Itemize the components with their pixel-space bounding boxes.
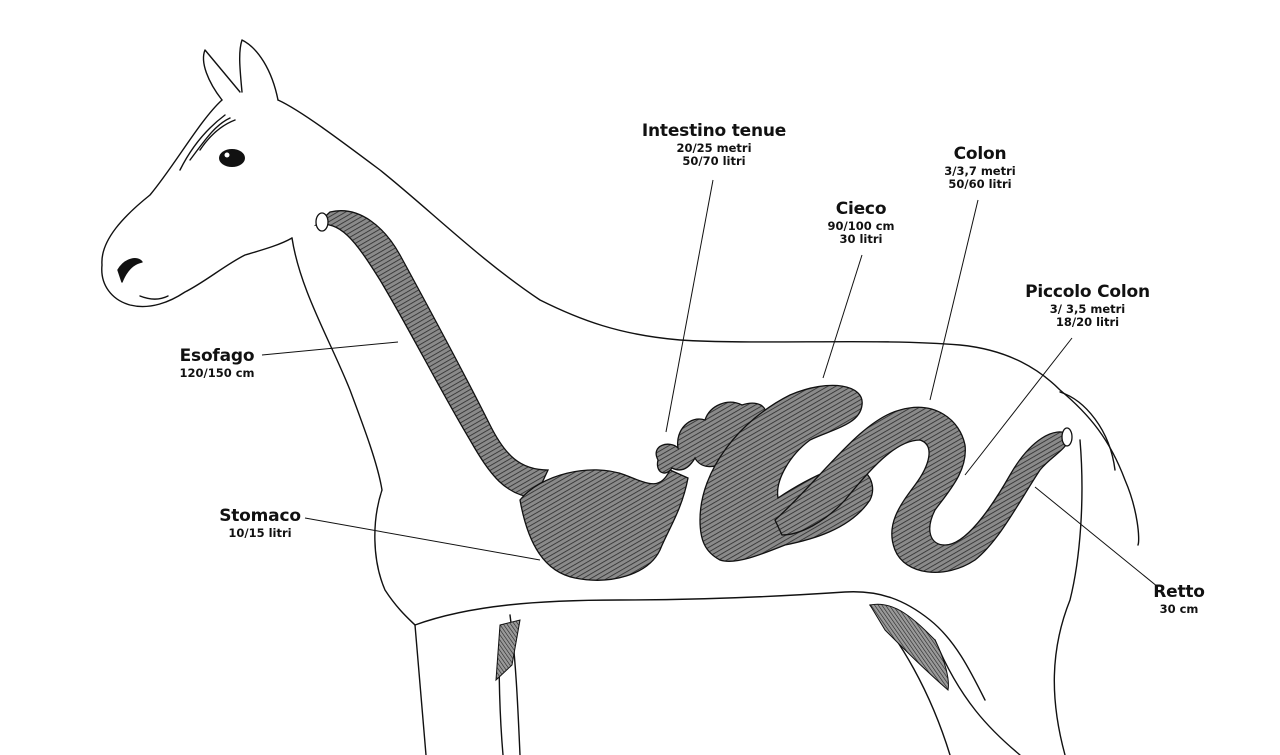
label-intestino-name: Intestino tenue [641, 121, 787, 141]
label-cieco-capacity: 30 litri [839, 231, 883, 246]
esophagus-opening [315, 212, 329, 232]
digestive-tract [313, 210, 1071, 581]
label-stomaco-capacity: 10/15 litri [228, 525, 292, 540]
horse-hind-leg-3 [1053, 439, 1083, 755]
leader-piccolo [964, 337, 1073, 476]
label-esofago: Esofago 120/150 cm [172, 346, 262, 380]
leader-cieco [822, 254, 863, 379]
rectum-opening [1061, 427, 1073, 447]
label-retto-length: 30 cm [1159, 601, 1199, 616]
horse-chest [291, 237, 416, 626]
horse-ear-left [202, 49, 241, 101]
label-esofago-name: Esofago [179, 346, 255, 366]
horse-tail [1059, 391, 1116, 471]
leg-shadow-front [495, 619, 521, 682]
leader-stomaco [304, 517, 541, 561]
colon-organ [774, 406, 1071, 573]
label-intestino-tenue: Intestino tenue 20/25 metri 50/70 litri [628, 121, 800, 168]
horse-ear-right [239, 39, 279, 101]
label-piccolo-capacity: 18/20 litri [1055, 314, 1120, 329]
label-stomaco-name: Stomaco [219, 506, 301, 526]
stomach-organ [519, 469, 689, 581]
label-piccolo-colon: Piccolo Colon 3/ 3,5 metri 18/20 litri [1015, 282, 1160, 329]
horse-nostril [117, 258, 143, 283]
label-cieco-name: Cieco [835, 199, 887, 219]
label-piccolo-name: Piccolo Colon [1025, 282, 1150, 302]
label-retto-name: Retto [1153, 582, 1205, 602]
horse-mane-strokes [179, 114, 236, 171]
esophagus-organ [313, 210, 550, 499]
horse-back [277, 99, 1140, 546]
label-cieco: Cieco 90/100 cm 30 litri [815, 199, 907, 246]
cecum-organ [699, 384, 874, 562]
horse-eye-highlight [224, 152, 230, 158]
label-intestino-capacity: 50/70 litri [682, 153, 746, 168]
label-intestino-length: 20/25 metri [676, 140, 752, 155]
leader-retto [1034, 486, 1159, 588]
label-piccolo-length: 3/ 3,5 metri [1049, 301, 1126, 316]
label-colon: Colon 3/3,7 metri 50/60 litri [930, 144, 1030, 191]
label-cieco-length: 90/100 cm [827, 218, 895, 233]
leader-colon [929, 199, 979, 401]
horse-eye [219, 149, 245, 167]
horse-head [101, 99, 293, 308]
horse-mouth [139, 295, 169, 300]
horse-front-leg [414, 624, 427, 755]
horse-hind-leg-2 [934, 639, 1021, 755]
label-colon-length: 3/3,7 metri [944, 163, 1016, 178]
leader-intestino [665, 179, 714, 433]
leader-lines [261, 179, 1159, 588]
leader-esofago [261, 341, 399, 356]
label-retto: Retto 30 cm [1140, 582, 1218, 616]
label-colon-name: Colon [953, 144, 1007, 164]
label-stomaco: Stomaco 10/15 litri [210, 506, 310, 540]
horse-belly [414, 591, 986, 701]
label-colon-capacity: 50/60 litri [948, 176, 1012, 191]
label-esofago-size: 120/150 cm [179, 365, 255, 380]
leg-shadow-hind [869, 603, 949, 691]
